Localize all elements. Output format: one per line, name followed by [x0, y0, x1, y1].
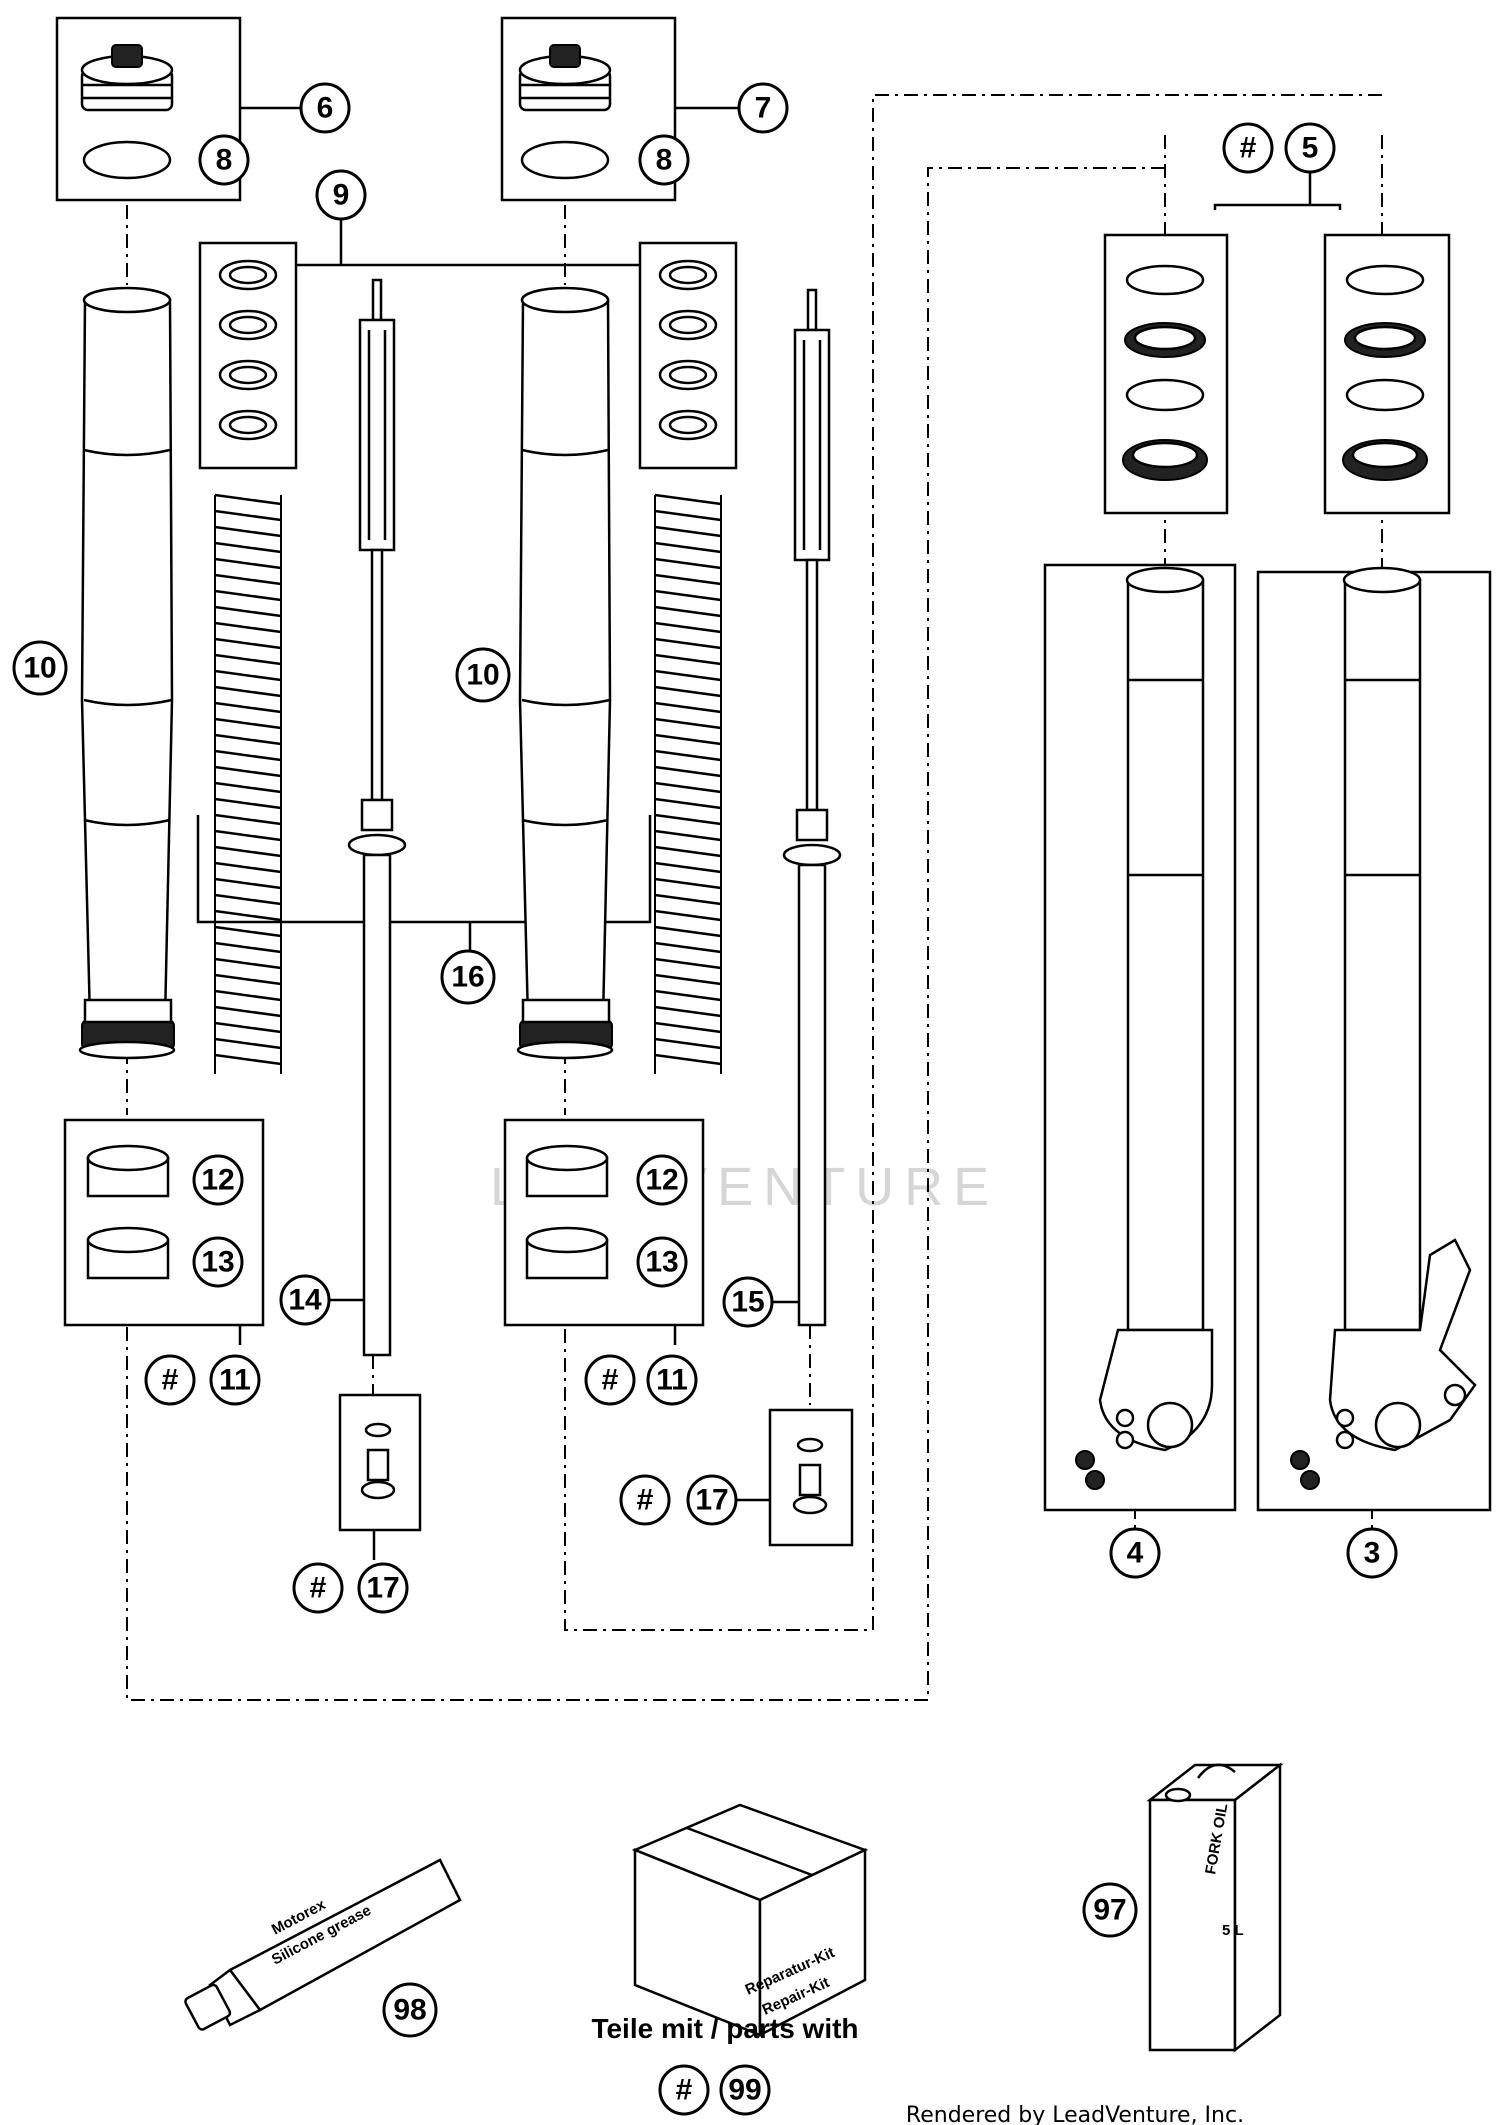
oil-can-label-2: 5 L: [1222, 1922, 1244, 1939]
svg-text:11: 11: [656, 1364, 688, 1397]
washer-stack-left: [218, 259, 278, 441]
parts-with-label: Teile mit / parts with: [591, 2013, 858, 2044]
callout-9[interactable]: 9: [315, 169, 367, 221]
callout-11-hash-right[interactable]: #: [584, 1354, 636, 1406]
svg-text:99: 99: [728, 2074, 761, 2107]
callout-10-right[interactable]: 10: [455, 647, 511, 703]
callout-97[interactable]: 97: [1082, 1882, 1138, 1938]
callout-13-right[interactable]: 13: [636, 1236, 688, 1288]
callout-8-right[interactable]: 8: [638, 134, 690, 186]
callout-98[interactable]: 98: [382, 1982, 438, 2038]
svg-text:16: 16: [451, 961, 484, 994]
callout-8-left[interactable]: 8: [198, 134, 250, 186]
damper-cartridge-right: [782, 288, 842, 1327]
callout-5-hash[interactable]: #: [1222, 122, 1274, 174]
svg-text:13: 13: [645, 1246, 678, 1279]
svg-text:6: 6: [317, 92, 334, 125]
svg-text:5: 5: [1302, 132, 1319, 165]
fork-cap-7: [518, 44, 612, 180]
inner-tube-3: [1290, 566, 1477, 1490]
svg-text:#: #: [637, 1484, 654, 1517]
svg-text:8: 8: [216, 144, 233, 177]
svg-text:15: 15: [731, 1286, 764, 1319]
callout-3[interactable]: 3: [1346, 1527, 1398, 1579]
leader-lines: [160, 106, 1342, 1560]
svg-text:#: #: [1240, 132, 1257, 165]
svg-text:3: 3: [1364, 1537, 1381, 1570]
damper-cartridge-left: [347, 278, 407, 1357]
svg-text:97: 97: [1093, 1894, 1126, 1927]
callout-99-hash[interactable]: #: [658, 2064, 710, 2116]
fork-oil-can: FORK OIL 5 L: [1146, 1762, 1284, 2053]
outer-tube-left: [78, 286, 176, 1060]
callout-11-right[interactable]: 11: [646, 1354, 698, 1406]
svg-text:11: 11: [219, 1364, 251, 1397]
callout-12-left[interactable]: 12: [192, 1154, 244, 1206]
part-group-boxes: [55, 16, 1492, 1547]
bleed-screw-left: [360, 1422, 396, 1500]
svg-text:7: 7: [755, 92, 772, 125]
svg-text:10: 10: [23, 652, 56, 685]
callout-11-left[interactable]: 11: [209, 1354, 261, 1406]
svg-text:17: 17: [695, 1484, 728, 1517]
callout-17-right[interactable]: 17: [686, 1474, 738, 1526]
bushings-right: [525, 1144, 609, 1280]
callout-17-left[interactable]: 17: [357, 1562, 409, 1614]
callout-12-right[interactable]: 12: [636, 1154, 688, 1206]
svg-text:14: 14: [288, 1284, 322, 1317]
callout-11-hash-left[interactable]: #: [144, 1354, 196, 1406]
svg-text:12: 12: [201, 1164, 234, 1197]
svg-text:#: #: [676, 2074, 693, 2107]
inner-tube-4: [1075, 566, 1214, 1490]
callout-4[interactable]: 4: [1109, 1527, 1161, 1579]
callout-10-left[interactable]: 10: [12, 640, 68, 696]
svg-text:#: #: [602, 1364, 619, 1397]
callout-17-hash-right[interactable]: #: [619, 1474, 671, 1526]
repair-kit-box: Reparatur-Kit Repair-Kit: [631, 1803, 869, 2038]
callout-6[interactable]: 6: [299, 82, 351, 134]
svg-text:10: 10: [466, 659, 499, 692]
callout-17-hash-left[interactable]: #: [292, 1562, 344, 1614]
callout-14[interactable]: 14: [279, 1274, 331, 1326]
seal-kit-left: [1122, 264, 1208, 481]
callout-15[interactable]: 15: [722, 1276, 774, 1328]
bushings-left: [86, 1144, 170, 1280]
callout-5[interactable]: 5: [1284, 122, 1336, 174]
rendered-by-credit: Rendered by LeadVenture, Inc.: [906, 2103, 1244, 2125]
svg-text:13: 13: [201, 1246, 234, 1279]
callout-99[interactable]: 99: [719, 2064, 771, 2116]
spring-right: [654, 493, 722, 1074]
callout-13-left[interactable]: 13: [192, 1236, 244, 1288]
svg-text:12: 12: [645, 1164, 678, 1197]
washer-stack-right: [658, 259, 718, 441]
callout-16[interactable]: 16: [440, 949, 496, 1005]
svg-text:4: 4: [1127, 1537, 1144, 1570]
fork-cap-6: [80, 44, 174, 180]
outer-tube-right: [516, 286, 614, 1060]
svg-text:98: 98: [393, 1994, 426, 2027]
svg-text:8: 8: [656, 144, 673, 177]
svg-text:#: #: [162, 1364, 179, 1397]
svg-text:9: 9: [333, 179, 350, 212]
svg-text:17: 17: [366, 1572, 399, 1605]
callout-7[interactable]: 7: [737, 82, 789, 134]
seal-kit-right: [1342, 264, 1428, 481]
svg-text:#: #: [310, 1572, 327, 1605]
bleed-screw-right: [792, 1437, 828, 1515]
spring-left: [214, 493, 282, 1074]
